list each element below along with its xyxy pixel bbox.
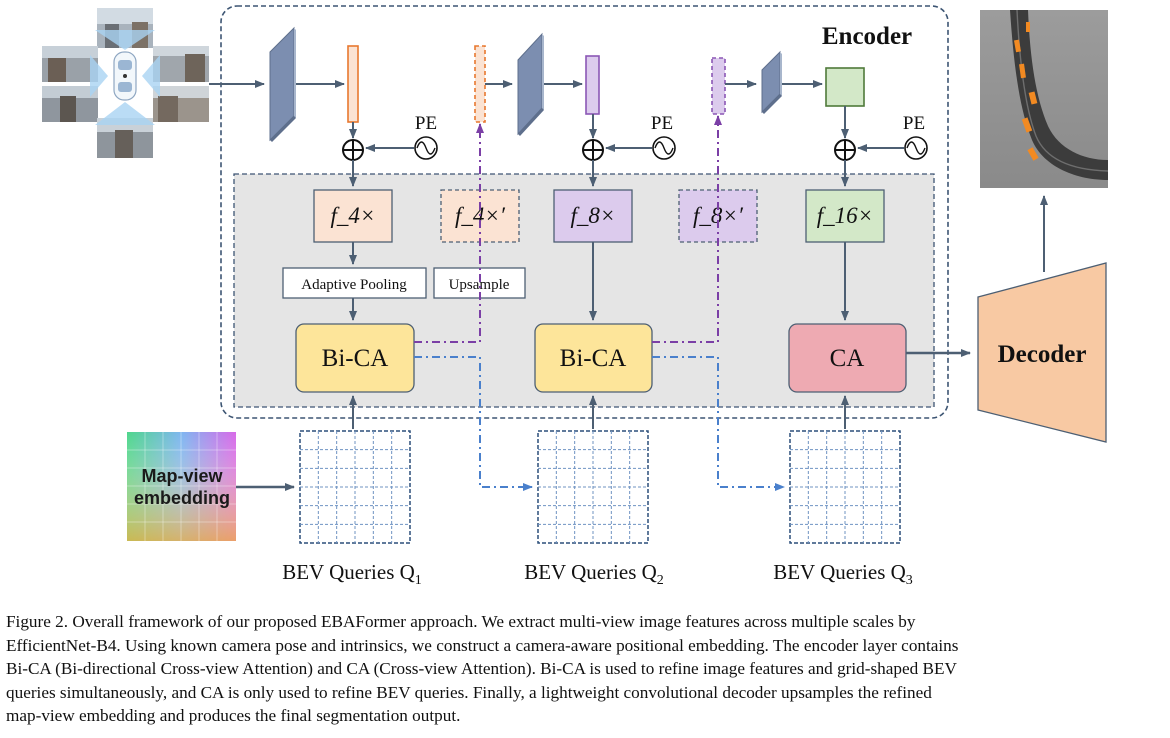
ca-block [788,323,907,393]
feature-block-f4 [313,189,393,243]
bev-query-refine-path-1 [414,356,533,491]
map-view-embedding-label-line1: Map-view [141,466,223,486]
pe-label: PE [651,113,673,134]
plus-circle-icon [342,139,364,161]
adaptive-pooling-label: Adaptive Pooling [301,277,407,293]
sine-wave-icon [414,136,438,160]
sine-wave-icon [652,136,676,160]
bev-queries-q3-label: BEV Queries Q3 [773,560,913,588]
bev-query-refine-path-2 [652,356,785,491]
encoder-box [220,5,949,419]
feature-map-16x [825,67,865,107]
caption-line: map-view embedding and produces the fina… [6,706,461,725]
feature-block-f8-label: f_8× [571,203,616,228]
sine-wave-icon [904,136,928,160]
encoder-title: Encoder [822,23,912,50]
feature-map-4x [347,45,359,123]
map-view-embedding-label-line2: embedding [134,488,230,508]
feature-map-8x-prime [711,57,726,115]
decoder-block [977,262,1107,443]
image-feature-refine-path-1 [414,123,484,343]
feature-block-f4-label: f_4× [331,203,376,228]
backbone-stage-1 [269,26,296,142]
backbone-stage-3 [761,50,782,114]
pe-label: PE [903,113,925,134]
bev-query-grid-3 [789,430,901,544]
feature-block-f8 [553,189,633,243]
segmentation-map-image [980,9,1109,188]
caption-line: Figure 2. Overall framework of our propo… [6,612,916,631]
bica-block-2-label: Bi-CA [560,345,627,372]
plus-circle-icon [582,139,604,161]
feature-map-8x [585,55,600,115]
bev-query-grid-2 [537,430,649,544]
bev-query-grid-1 [299,430,411,544]
pe-label: PE [415,113,437,134]
caption-line: queries simultaneously, and CA is only u… [6,682,932,702]
image-feature-refine-path-2 [652,115,722,343]
caption-line: Bi-CA (Bi-directional Cross-view Attenti… [6,659,957,678]
feature-map-4x-prime [474,45,486,123]
bev-queries-q2-label: BEV Queries Q2 [524,560,664,588]
adaptive-pooling-box [282,267,427,299]
plus-circle-icon [834,139,856,161]
framework-diagram: Encoder [42,5,1109,588]
map-view-embedding [127,432,236,541]
backbone-stage-2 [517,32,544,136]
ca-block-label: CA [830,345,865,372]
upsample-label: Upsample [449,277,510,293]
feature-block-f16-label: f_16× [817,203,873,228]
figure-caption: Figure 2. Overall framework of our propo… [6,610,1160,728]
bica-block-1-label: Bi-CA [322,345,389,372]
caption-line: EfficientNet-B4. Using known camera pose… [6,635,959,655]
bev-queries-q1-label: BEV Queries Q1 [282,560,422,588]
camera-view-image [42,8,209,158]
decoder-title: Decoder [998,341,1087,368]
